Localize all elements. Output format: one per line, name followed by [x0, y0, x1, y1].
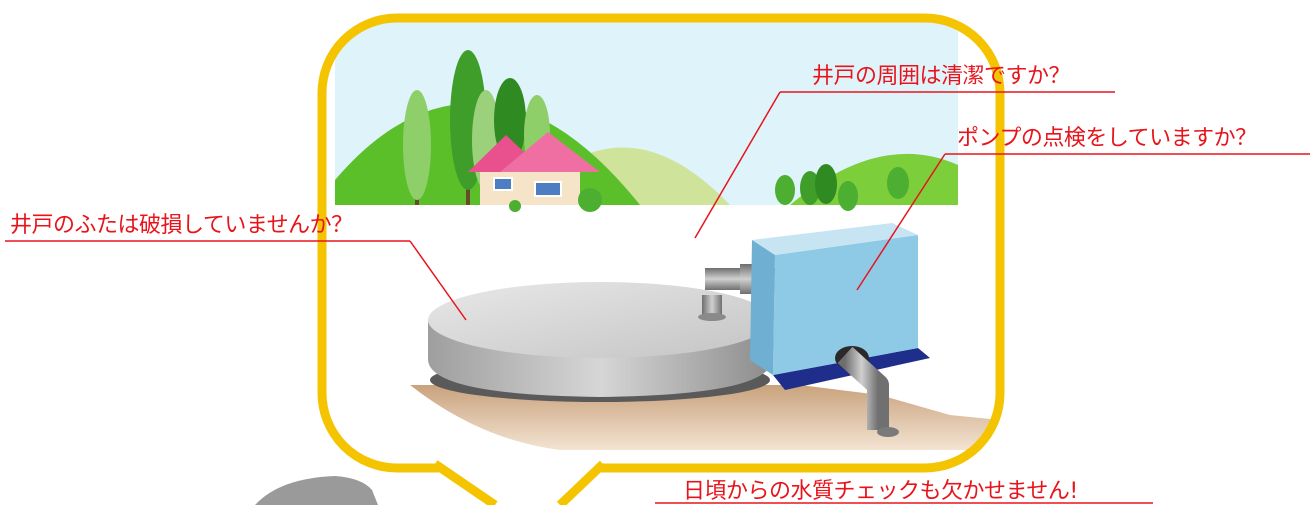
speech-bubble-tail: [432, 460, 498, 505]
speech-bubble-border: [317, 13, 1005, 473]
callout-pump-inspection: ポンプの点検をしていますか？: [957, 126, 1257, 151]
outlet-pipe: [837, 346, 899, 437]
leader-surroundings: [694, 91, 781, 239]
trees-left: [403, 50, 550, 205]
leader-lid: [409, 240, 467, 321]
leader-pump: [856, 153, 946, 291]
pump: [750, 223, 930, 390]
scene-background: [322, 18, 1000, 468]
speech-bubble-tail-right: [556, 460, 607, 505]
speech-bubble-tail-cover: [435, 462, 600, 505]
trees-right: [775, 164, 909, 211]
well-lid: [428, 282, 772, 402]
callout-daily-water-check: 日頃からの水質チェックも欠かせません!: [683, 479, 1078, 504]
callout-well-lid: 井戸のふたは破損していませんか？: [10, 213, 353, 238]
house: [468, 132, 602, 212]
grey-background-shape: [255, 476, 378, 505]
callout-well-surroundings: 井戸の周囲は清潔ですか？: [812, 64, 1071, 89]
